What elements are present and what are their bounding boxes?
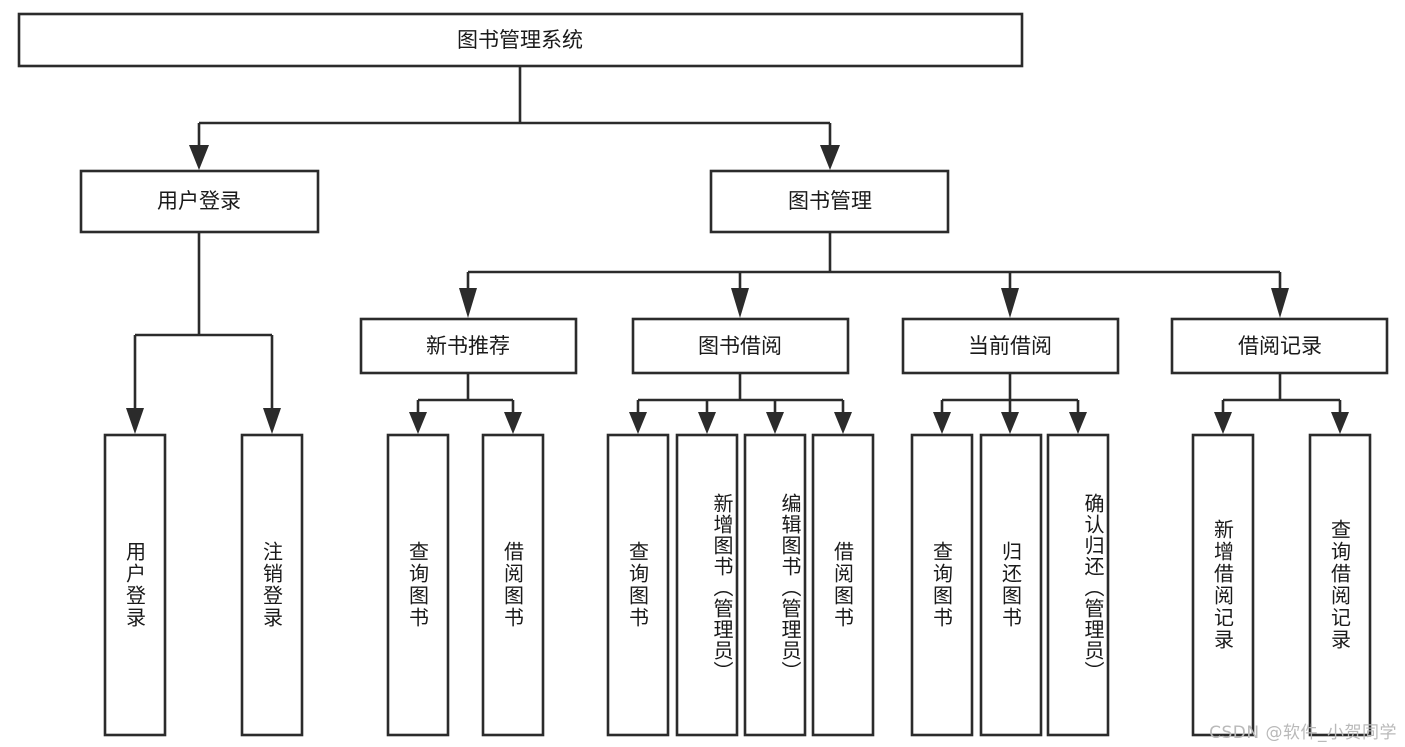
node-leaf-query-book-3-box[interactable] [910,433,974,737]
node-leaf-query-book-1-label: 查询图书 [405,541,430,629]
node-leaf-logout-box[interactable] [240,433,304,737]
arrow-head-leaf-edit-book [766,412,784,434]
node-leaf-edit-book-label: 编辑图书（管理员） [778,492,802,682]
node-user-login-label: 用户登录 [157,189,241,213]
node-root-label: 图书管理系统 [457,28,583,52]
node-leaf-return-book-box[interactable] [979,433,1043,737]
arrow-head-book-borrow [731,288,749,318]
node-leaf-user-login-box[interactable] [103,433,167,737]
node-current-borrow[interactable]: 当前借阅 [901,317,1120,375]
node-book-manage[interactable]: 图书管理 [709,169,950,234]
arrow-head-leaf-return-book [1001,412,1019,434]
node-leaf-user-login-label: 用户登录 [122,541,147,629]
node-leaf-query-record-box[interactable] [1308,433,1372,737]
arrow-head-leaf-query-book-2 [629,412,647,434]
arrow-head-leaf-logout [263,408,281,434]
node-new-book-recommend-label: 新书推荐 [426,334,510,358]
arrow-head-leaf-add-book [698,412,716,434]
node-leaf-add-record-label: 新增借阅记录 [1210,519,1235,651]
node-leaf-query-book-2-label: 查询图书 [625,541,650,629]
node-book-borrow-label: 图书借阅 [698,334,782,358]
node-new-book-recommend-box[interactable] [359,317,578,375]
arrow-head-leaf-query-book-1 [409,412,427,434]
node-leaf-add-record-box[interactable] [1191,433,1255,737]
node-current-borrow-box[interactable] [901,317,1120,375]
node-book-manage-box[interactable] [709,169,950,234]
node-leaf-confirm-return-box[interactable] [1046,433,1110,737]
node-leaf-confirm-return-label: 确认归还（管理员） [1081,492,1105,682]
node-current-borrow-label: 当前借阅 [968,334,1052,358]
node-leaf-borrow-book-2-box[interactable] [811,433,875,737]
node-leaf-query-book-1-box[interactable] [386,433,450,737]
arrow-head-user-login [189,145,209,170]
node-leaf-query-record-label: 查询借阅记录 [1327,519,1352,651]
node-leaf-edit-book-box[interactable] [743,433,807,737]
arrow-head-leaf-add-record [1214,412,1232,434]
node-book-borrow[interactable]: 图书借阅 [631,317,850,375]
node-borrow-record[interactable]: 借阅记录 [1170,317,1389,375]
node-new-book-recommend[interactable]: 新书推荐 [359,317,578,375]
leaf-boxes [103,433,1372,737]
node-borrow-record-box[interactable] [1170,317,1389,375]
arrow-head-new-book-recommend [459,288,477,318]
arrow-head-leaf-query-book-3 [933,412,951,434]
arrow-head-leaf-query-record [1331,412,1349,434]
node-leaf-return-book-label: 归还图书 [998,541,1023,629]
arrow-head-leaf-borrow-book-2 [834,412,852,434]
node-leaf-borrow-book-1-box[interactable] [481,433,545,737]
arrow-head-leaf-user-login [126,408,144,434]
node-user-login[interactable]: 用户登录 [79,169,320,234]
node-leaf-query-book-3-label: 查询图书 [929,541,954,629]
node-book-borrow-box[interactable] [631,317,850,375]
node-leaf-add-book-label: 新增图书（管理员） [710,492,734,682]
node-leaf-query-book-2-box[interactable] [606,433,670,737]
node-leaf-add-book-box[interactable] [675,433,739,737]
node-leaf-logout-label: 注销登录 [259,541,284,629]
arrow-head-current-borrow [1001,288,1019,318]
node-book-manage-label: 图书管理 [788,189,872,213]
node-leaf-borrow-book-1-label: 借阅图书 [500,541,525,629]
node-root-box[interactable] [17,12,1024,68]
connectors [126,66,1349,434]
arrow-head-leaf-borrow-book-1 [504,412,522,434]
node-user-login-box[interactable] [79,169,320,234]
arrow-head-book-manage [820,145,840,170]
node-root[interactable]: 图书管理系统 [17,12,1024,68]
arrow-head-borrow-record [1271,288,1289,318]
node-borrow-record-label: 借阅记录 [1238,334,1322,358]
node-leaf-borrow-book-2-label: 借阅图书 [830,541,855,629]
arrow-head-leaf-confirm-return [1069,412,1087,434]
